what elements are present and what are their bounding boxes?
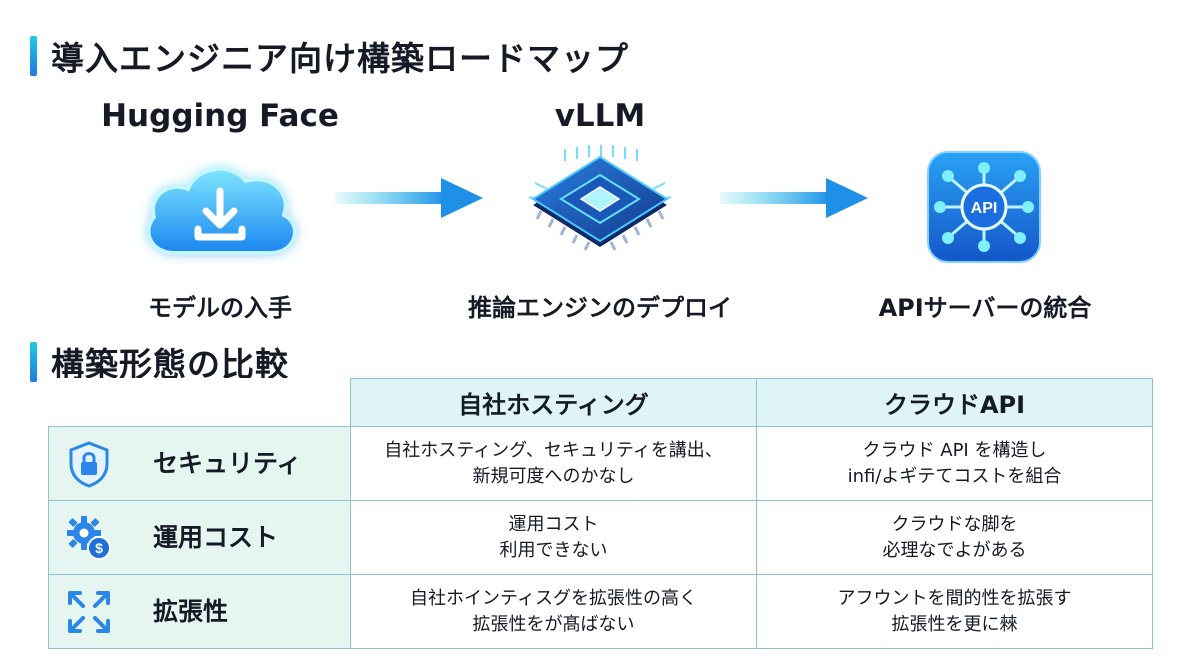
row-header-security: セキュリティ bbox=[48, 426, 351, 501]
cell-text-line: 運用コスト bbox=[508, 513, 599, 535]
step-tool-name: vLLM bbox=[554, 98, 646, 134]
comparison-table: 自社ホスティング クラウドAPI セキュリティ 自社ホス bbox=[48, 378, 1153, 649]
svg-text:$: $ bbox=[95, 540, 103, 556]
step-caption: 推論エンジンのデプロイ bbox=[468, 294, 732, 322]
column-header-self-hosting: 自社ホスティング bbox=[350, 378, 757, 427]
expand-icon bbox=[65, 588, 113, 636]
cell-text-line: 必理なでよがある bbox=[882, 539, 1027, 561]
step-caption: モデルの入手 bbox=[148, 294, 292, 322]
cloud-download-icon bbox=[70, 138, 370, 278]
column-header-cloud-api: クラウドAPI bbox=[756, 378, 1153, 427]
comparison-title-text: 構築形態の比較 bbox=[51, 345, 289, 384]
cell-scalability-self-hosting: 自社ホインティスグを拡張性の高く 拡張性をが髙ばない bbox=[350, 574, 757, 649]
cell-text-line: クラウド API を構造し bbox=[862, 439, 1047, 461]
row-label: 拡張性 bbox=[153, 596, 229, 626]
cell-cost-self-hosting: 運用コスト 利用できない bbox=[350, 500, 757, 575]
api-hub-icon: API bbox=[835, 138, 1135, 278]
roadmap-step-model: Hugging Face モデルの入手 bbox=[70, 94, 370, 323]
chip-icon bbox=[450, 138, 750, 278]
cell-text-line: 拡張性をが髙ばない bbox=[472, 613, 635, 635]
row-label: セキュリティ bbox=[153, 448, 302, 478]
table-row: 拡張性 自社ホインティスグを拡張性の高く 拡張性をが髙ばない アフウントを間的性… bbox=[48, 574, 1153, 649]
cell-text-line: 自社ホスティング、セキュリティを講出、 bbox=[384, 439, 723, 461]
cell-security-self-hosting: 自社ホスティング、セキュリティを講出、 新規可度へのかなし bbox=[350, 426, 757, 501]
table-header-row: 自社ホスティング クラウドAPI bbox=[48, 378, 1153, 427]
shield-lock-icon bbox=[65, 440, 113, 488]
roadmap-title-text: 導入エンジニア向け構築ロードマップ bbox=[51, 39, 629, 78]
roadmap-section-title: 導入エンジニア向け構築ロードマップ bbox=[30, 32, 629, 80]
cell-text-line: アフウントを間的性を拡張す bbox=[837, 587, 1072, 609]
flow-arrow-icon bbox=[335, 178, 483, 218]
row-header-cost: $ 運用コスト bbox=[48, 500, 351, 575]
title-accent-bar bbox=[30, 36, 37, 76]
roadmap-step-api: API APIサーバーの統合 bbox=[835, 94, 1135, 323]
table-corner-cell bbox=[48, 378, 351, 427]
table-row: セキュリティ 自社ホスティング、セキュリティを講出、 新規可度へのかなし クラウ… bbox=[48, 426, 1153, 501]
cell-scalability-cloud-api: アフウントを間的性を拡張す 拡張性を更に㯤 bbox=[756, 574, 1153, 649]
row-header-scalability: 拡張性 bbox=[48, 574, 351, 649]
gear-cost-icon: $ bbox=[65, 514, 113, 562]
comparison-section-title: 構築形態の比較 bbox=[30, 338, 289, 386]
step-caption: APIサーバーの統合 bbox=[878, 294, 1092, 322]
title-accent-bar bbox=[30, 342, 37, 382]
flow-arrow-icon bbox=[720, 178, 868, 218]
cell-text-line: 新規可度へのかなし bbox=[472, 465, 635, 487]
cell-security-cloud-api: クラウド API を構造し infi/よギテてコストを組合 bbox=[756, 426, 1153, 501]
step-tool-name bbox=[835, 94, 1135, 138]
roadmap-step-engine: vLLM bbox=[450, 94, 750, 323]
cell-text-line: infi/よギテてコストを組合 bbox=[847, 465, 1062, 487]
cell-text-line: 利用できない bbox=[499, 539, 608, 561]
table-row: $ 運用コスト 運用コスト 利用できない クラウドな脚を 必理なでよがある bbox=[48, 500, 1153, 575]
row-label: 運用コスト bbox=[153, 522, 279, 552]
step-tool-name: Hugging Face bbox=[101, 98, 339, 134]
cell-text-line: クラウドな脚を bbox=[891, 513, 1018, 535]
cell-text-line: 拡張性を更に㯤 bbox=[891, 613, 1018, 635]
cell-text-line: 自社ホインティスグを拡張性の高く bbox=[410, 587, 697, 609]
api-hub-label: API bbox=[971, 200, 998, 217]
cell-cost-cloud-api: クラウドな脚を 必理なでよがある bbox=[756, 500, 1153, 575]
